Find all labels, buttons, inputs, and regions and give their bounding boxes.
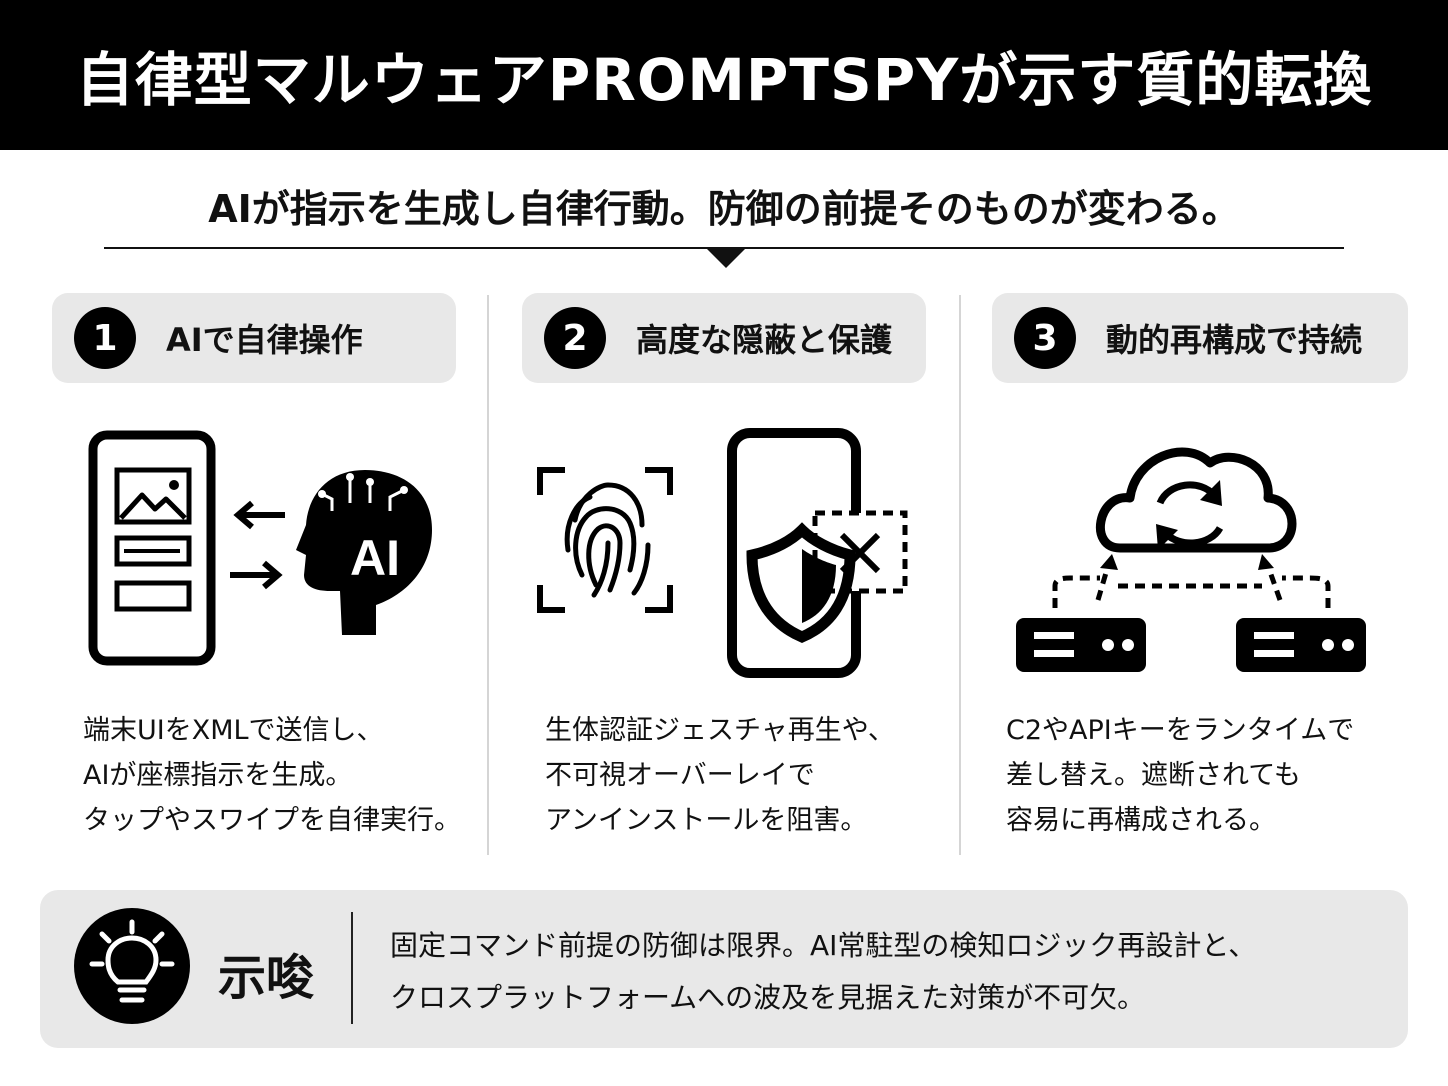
- page-title: 自律型マルウェアPROMPTSPYが示す質的転換: [75, 46, 1373, 114]
- ai-head-label: AI: [350, 530, 400, 586]
- column-3-line: 容易に再構成される。: [1006, 805, 1276, 836]
- column-1-line: 端末UIをXMLで送信し、: [83, 715, 384, 746]
- fingerprint-shield-icon: [537, 428, 908, 678]
- lightbulb-icon: [89, 919, 175, 1003]
- column-3-number: 3: [1014, 307, 1076, 369]
- column-1-line: AIが座標指示を生成。: [83, 760, 353, 791]
- column-2-line: アンインストールを阻害。: [545, 805, 868, 836]
- column-2-heading: 高度な隠蔽と保護: [636, 321, 893, 359]
- column-3-description: C2やAPIキーをランタイムで 差し替え。遮断されても 容易に再構成される。: [1006, 708, 1354, 843]
- column-3-line: 差し替え。遮断されても: [1006, 760, 1301, 791]
- column-2-line: 不可視オーバーレイで: [545, 760, 815, 791]
- column-3-line: C2やAPIキーをランタイムで: [1006, 715, 1355, 746]
- column-3-heading: 動的再構成で持続: [1106, 321, 1363, 359]
- column-2-description: 生体認証ジェスチャ再生や、 不可視オーバーレイで アンインストールを阻害。: [545, 708, 895, 843]
- column-1-header: 1 AIで自律操作: [52, 293, 456, 383]
- column-divider: [487, 295, 489, 855]
- column-divider: [959, 295, 961, 855]
- column-1-heading: AIで自律操作: [166, 321, 363, 359]
- column-1-description: 端末UIをXMLで送信し、 AIが座標指示を生成。 タップやスワイプを自律実行。: [83, 708, 461, 843]
- implication-line: 固定コマンド前提の防御は限界。AI常駐型の検知ロジック再設計と、: [390, 929, 1257, 962]
- column-2-header: 2 高度な隠蔽と保護: [522, 293, 926, 383]
- implication-box: [40, 890, 1408, 1048]
- smartphone-ai-head-icon: AI: [88, 430, 432, 666]
- column-1-line: タップやスワイプを自律実行。: [83, 805, 461, 836]
- implication-text: 固定コマンド前提の防御は限界。AI常駐型の検知ロジック再設計と、 クロスプラット…: [390, 920, 1256, 1024]
- column-2-line: 生体認証ジェスチャ再生や、: [545, 715, 895, 746]
- column-1-number: 1: [74, 307, 136, 369]
- implication-divider: [351, 912, 353, 1024]
- subtitle-caret: [706, 248, 746, 268]
- page-subtitle: AIが指示を生成し自律行動。防御の前提そのものが変わる。: [208, 187, 1240, 231]
- implication-line: クロスプラットフォームへの波及を見据えた対策が不可欠。: [390, 981, 1146, 1014]
- title-bar: 自律型マルウェアPROMPTSPYが示す質的転換: [0, 0, 1448, 150]
- lightbulb-icon-badge: [74, 908, 190, 1024]
- implication-label: 示唆: [218, 950, 315, 1006]
- column-2-number: 2: [544, 307, 606, 369]
- cloud-sync-servers-icon: [1016, 447, 1366, 672]
- column-3-header: 3 動的再構成で持続: [992, 293, 1408, 383]
